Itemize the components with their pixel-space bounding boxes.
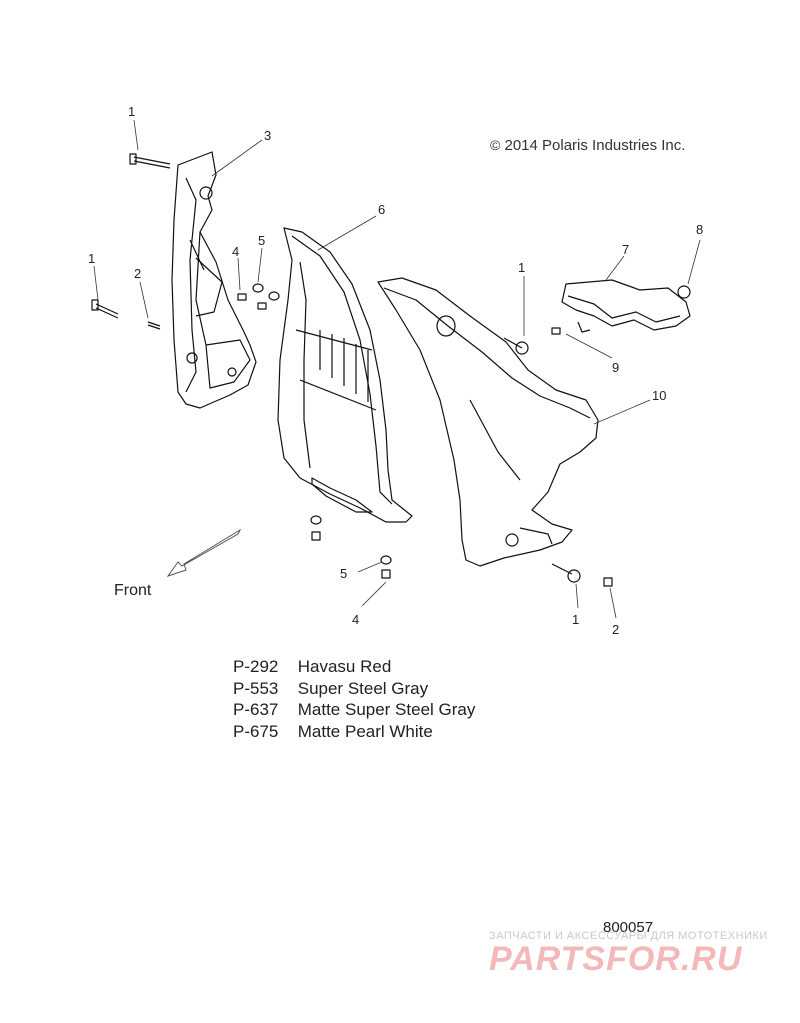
callout-1: 1 (518, 260, 525, 275)
watermark-logo: PARTSFOR.RU (489, 940, 743, 978)
color-name: Havasu Red (297, 657, 392, 676)
color-name: Super Steel Gray (297, 678, 429, 698)
callout-5: 5 (258, 233, 265, 248)
callout-2: 2 (134, 266, 141, 281)
callout-4: 4 (232, 244, 239, 259)
part-7-heat-shield (561, 279, 691, 333)
callout-6: 6 (378, 202, 385, 217)
diagram-id: 800057 (603, 919, 654, 936)
callout-1: 1 (88, 251, 95, 266)
callout-8: 8 (696, 222, 703, 237)
color-row: P-675 Matte Pearl White (233, 721, 475, 743)
color-code: P-553 (233, 678, 279, 698)
callout-2: 2 (612, 622, 619, 637)
fasteners (91, 153, 691, 587)
color-code: P-637 (233, 700, 279, 719)
copyright-text: 2014 Polaris Industries Inc. (504, 137, 686, 154)
part-10-right-panel (377, 277, 599, 567)
callout-numbers: 1 3 1 2 4 5 6 7 8 1 9 10 5 4 1 2 (88, 104, 703, 637)
color-row: P-637 Matte Super Steel Gray (233, 699, 475, 721)
callout-1: 1 (572, 612, 579, 627)
callout-10: 10 (652, 388, 666, 403)
color-name: Matte Super Steel Gray (297, 700, 476, 719)
callout-1: 1 (128, 104, 135, 119)
callout-4: 4 (352, 612, 359, 627)
color-code: P-675 (233, 721, 279, 741)
callout-7: 7 (622, 242, 629, 257)
part-3-left-bracket (171, 151, 257, 409)
color-list: P-292 Havasu Red P-553 Super Steel Gray … (233, 656, 475, 742)
color-code: P-292 (233, 657, 279, 676)
color-name: Matte Pearl White (297, 721, 433, 741)
copyright-symbol: © (490, 137, 501, 153)
part-6-center-panel (277, 227, 413, 523)
callout-9: 9 (612, 360, 619, 375)
callout-leaders (93, 119, 701, 619)
callout-5: 5 (340, 566, 347, 581)
callout-3: 3 (264, 128, 271, 143)
watermark-tagline: ЗАПЧАСТИ И АКСЕССУАРЫ ДЛЯ МОТОТЕХНИКИ (489, 930, 768, 942)
front-label: Front (114, 582, 152, 599)
copyright-notice: © 2014 Polaris Industries Inc. (490, 137, 685, 154)
front-arrow-icon (166, 528, 242, 577)
color-row: P-292 Havasu Red (233, 656, 475, 678)
color-row: P-553 Super Steel Gray (233, 678, 475, 700)
